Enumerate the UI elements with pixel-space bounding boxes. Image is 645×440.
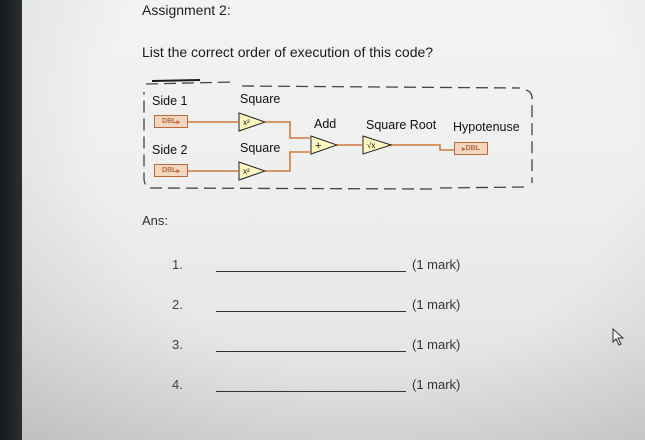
svg-text:+: + [315,140,321,152]
side1-label: Side 1 [152,94,188,108]
add-label: Add [314,117,337,131]
hypotenuse-label: Hypotenuse [453,120,520,134]
answer-blank[interactable] [216,391,406,392]
answer-number: 2. [172,297,183,312]
answer-item-3: 3. (1 mark) [172,337,482,355]
square1-label: Square [240,92,281,106]
answer-label: Ans: [142,213,169,228]
side2-numeric-control[interactable]: DBL▸ [154,164,188,177]
mark-label: (1 mark) [412,257,461,272]
answer-item-2: 2. (1 mark) [172,297,482,315]
mark-label: (1 mark) [412,337,461,352]
side2-label: Side 2 [152,143,188,157]
answer-number: 1. [172,257,183,272]
control-arrow-icon: ▸ [176,118,180,126]
answer-blank[interactable] [216,351,406,352]
svg-text:x²: x² [243,118,250,127]
svg-text:√x: √x [367,141,375,150]
question-text: List the correct order of execution of t… [142,44,434,60]
sqrt-label: Square Root [366,118,437,132]
answer-item-4: 4. (1 mark) [172,377,482,395]
document-page: Assignment 2: List the correct order of … [22,0,645,440]
add-node-icon[interactable]: + [310,135,338,155]
mark-label: (1 mark) [412,297,461,312]
hypotenuse-numeric-indicator: ▸DBL [454,142,488,155]
answer-item-1: 1. (1 mark) [172,257,482,275]
diagram-frame [143,79,533,190]
indicator-arrow-icon: ▸ [462,145,466,153]
answer-blank[interactable] [216,311,406,312]
answer-number: 3. [172,337,183,352]
square1-node-icon[interactable]: x² [238,112,266,132]
mouse-pointer-icon [612,328,625,346]
block-diagram: Side 1 Square Add Square Root Hypotenuse… [140,78,540,194]
mark-label: (1 mark) [412,377,461,392]
sqrt-node-icon[interactable]: √x [362,135,392,155]
screen-glare [22,0,645,440]
control-arrow-icon: ▸ [176,167,180,175]
monitor-bezel [0,0,22,440]
square2-node-icon[interactable]: x² [238,161,266,181]
answer-number: 4. [172,377,183,392]
svg-text:x²: x² [243,167,250,176]
answer-blank[interactable] [216,271,406,272]
side1-numeric-control[interactable]: DBL▸ [154,115,188,128]
assignment-title: Assignment 2: [142,2,231,18]
square2-label: Square [240,141,281,155]
